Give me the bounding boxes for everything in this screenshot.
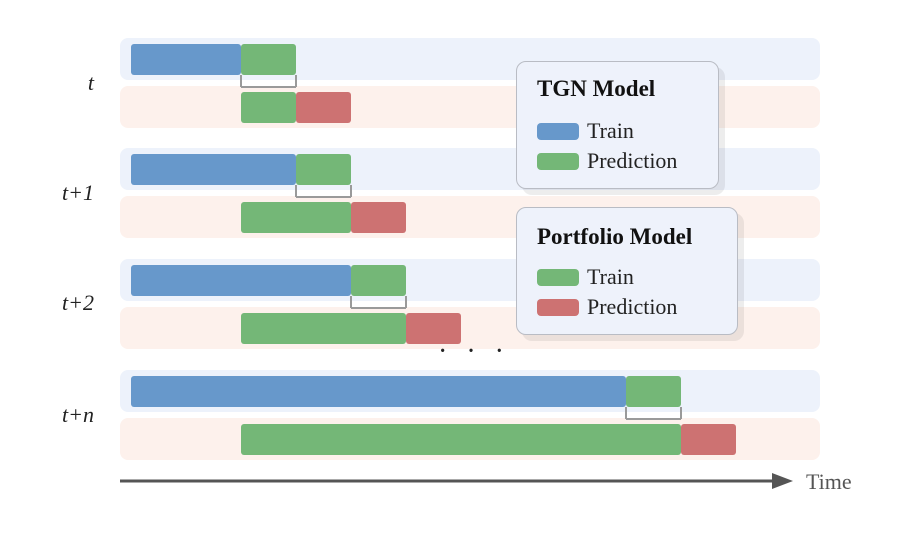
swatch-prediction-icon <box>537 298 579 316</box>
row-label-t-plus-2: t+2 <box>62 290 94 315</box>
time-axis-arrow-icon <box>772 473 793 489</box>
legend-tgn-train-label: Train <box>587 118 634 143</box>
swatch-train-icon <box>537 268 579 286</box>
tgn-train-bar-0 <box>131 44 241 75</box>
row-label-t-plus-1: t+1 <box>62 180 94 205</box>
portfolio-prediction-bar-0 <box>296 92 351 123</box>
portfolio-train-bar-1 <box>241 202 351 233</box>
legend-portfolio-title: Portfolio Model <box>537 224 693 249</box>
legend-tgn-prediction: Prediction <box>537 148 677 174</box>
swatch-train-icon <box>537 122 579 140</box>
time-axis-label: Time <box>806 469 852 494</box>
legend-tgn-title: TGN Model <box>537 76 656 101</box>
portfolio-prediction-bar-1 <box>351 202 406 233</box>
tgn-train-bar-3 <box>131 376 626 407</box>
portfolio-prediction-bar-3 <box>681 424 736 455</box>
portfolio-train-bar-0 <box>241 92 296 123</box>
legend-portfolio-model: Portfolio Model Train Prediction <box>516 207 738 335</box>
tgn-prediction-bar-2 <box>351 265 406 296</box>
row-label-t: t <box>87 70 94 95</box>
portfolio-prediction-bar-2 <box>406 313 461 344</box>
legend-tgn-train: Train <box>537 118 634 144</box>
legend-portfolio-prediction: Prediction <box>537 294 677 320</box>
tgn-prediction-bar-1 <box>296 154 351 185</box>
tgn-prediction-bar-0 <box>241 44 296 75</box>
legend-portfolio-train: Train <box>537 264 634 290</box>
portfolio-train-bar-3 <box>241 424 681 455</box>
tgn-train-bar-2 <box>131 265 351 296</box>
swatch-prediction-icon <box>537 152 579 170</box>
tgn-train-bar-1 <box>131 154 296 185</box>
portfolio-train-bar-2 <box>241 313 406 344</box>
legend-portfolio-prediction-label: Prediction <box>587 294 678 319</box>
legend-portfolio-train-label: Train <box>587 264 634 289</box>
legend-tgn-model: TGN Model Train Prediction <box>516 61 719 189</box>
tgn-prediction-bar-3 <box>626 376 681 407</box>
row-label-t-plus-n: t+n <box>62 402 94 427</box>
legend-tgn-prediction-label: Prediction <box>587 148 678 173</box>
ellipsis: · · · <box>438 336 510 367</box>
